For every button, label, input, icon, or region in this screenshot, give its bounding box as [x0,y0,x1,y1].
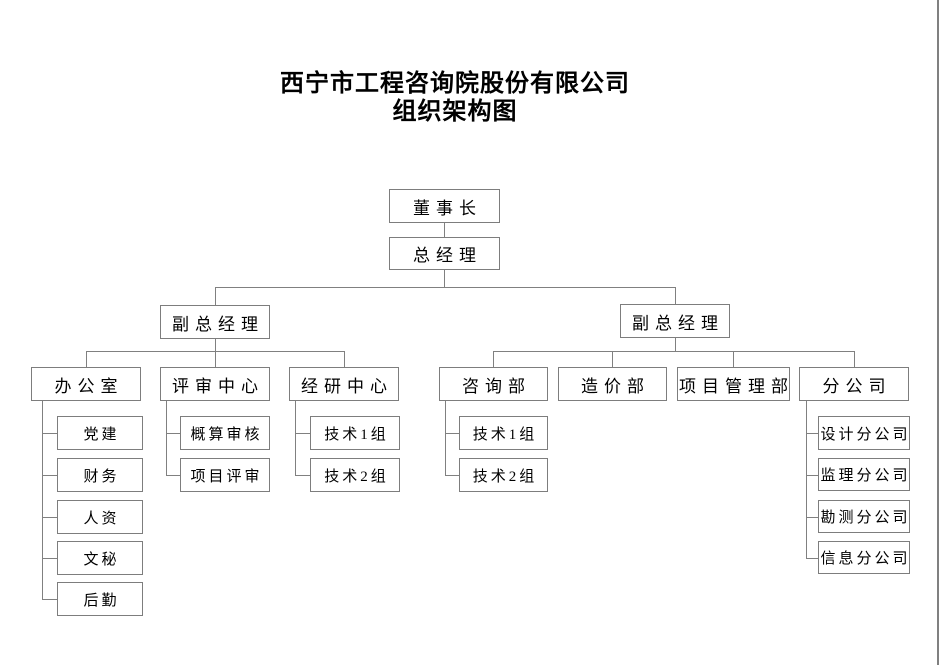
connector-line [166,475,180,476]
node-review-center: 评审中心 [160,367,270,401]
connector-line [215,339,216,351]
node-party-building: 党建 [57,416,143,450]
node-estimate-review: 概算审核 [180,416,270,450]
connector-line [445,433,459,434]
node-logistics: 后勤 [57,582,143,616]
connector-line [344,351,345,367]
chart-title: 组织架构图 [392,99,518,125]
connector-line [854,351,855,367]
node-branch-companies: 分公司 [799,367,909,401]
connector-line [806,558,818,559]
node-project-review: 项目评审 [180,458,270,492]
connector-line [42,433,57,434]
node-deputy-gm-left: 副总经理 [160,305,270,339]
connector-line [295,433,310,434]
node-consulting-dept: 咨询部 [439,367,548,401]
connector-line [42,475,57,476]
connector-line [806,433,818,434]
connector-line [675,338,676,351]
node-deputy-gm-right: 副总经理 [620,304,730,338]
node-secretarial: 文秘 [57,541,143,575]
node-human-resources: 人资 [57,500,143,534]
connector-line [295,401,296,475]
connector-line [42,401,43,599]
connector-line [806,517,818,518]
connector-line [166,401,167,475]
node-supervision-branch: 监理分公司 [818,458,910,491]
node-research-center: 经研中心 [289,367,399,401]
connector-line [215,287,216,305]
connector-line [215,287,675,288]
connector-line [445,401,446,475]
node-consulting-tech-group-2: 技术2组 [459,458,548,492]
node-consulting-tech-group-1: 技术1组 [459,416,548,450]
connector-line [444,223,445,237]
connector-line [166,433,180,434]
connector-line [675,287,676,304]
connector-line [806,401,807,558]
connector-line [806,475,818,476]
node-office: 办公室 [31,367,141,401]
node-finance: 财务 [57,458,143,492]
connector-line [444,270,445,287]
node-research-tech-group-1: 技术1组 [310,416,400,450]
connector-line [445,475,459,476]
connector-line [493,351,494,367]
company-name: 西宁市工程咨询院股份有限公司 [280,71,630,97]
page-border [937,0,939,665]
node-project-mgmt-dept: 项目管理部 [677,367,790,401]
connector-line [295,475,310,476]
connector-line [86,351,87,367]
connector-line [42,558,57,559]
connector-line [493,351,854,352]
connector-line [612,351,613,367]
node-cost-dept: 造价部 [558,367,667,401]
node-chairman: 董事长 [389,189,500,223]
page-title: 西宁市工程咨询院股份有限公司 组织架构图 [0,70,910,126]
connector-line [42,517,57,518]
connector-line [42,599,57,600]
connector-line [215,351,216,367]
connector-line [733,351,734,367]
node-research-tech-group-2: 技术2组 [310,458,400,492]
node-design-branch: 设计分公司 [818,416,910,450]
node-information-branch: 信息分公司 [818,541,910,574]
node-survey-branch: 勘测分公司 [818,500,910,533]
node-general-manager: 总经理 [389,237,500,270]
